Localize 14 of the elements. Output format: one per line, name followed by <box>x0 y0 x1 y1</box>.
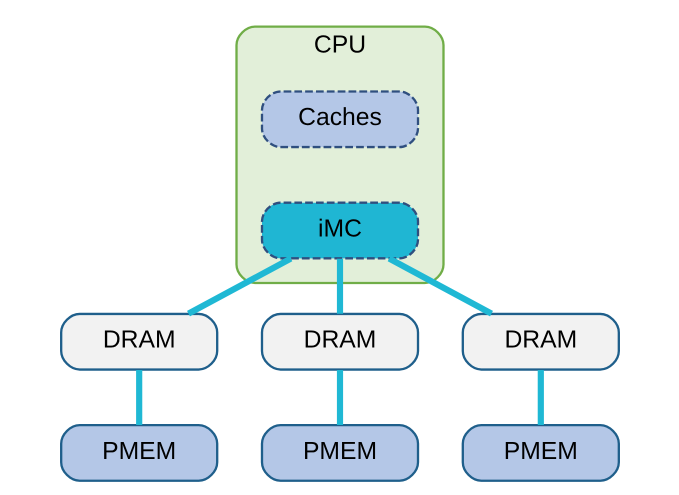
connector <box>387 256 492 316</box>
node-box: PMEM <box>461 424 620 482</box>
node-box: DRAM <box>260 312 419 371</box>
node-box: Caches <box>260 90 419 148</box>
node-box: DRAM <box>60 312 218 371</box>
connector <box>537 370 544 425</box>
connector <box>186 256 292 316</box>
connector <box>336 370 343 425</box>
node-box: iMC <box>260 202 419 260</box>
node-box: DRAM <box>461 312 620 371</box>
node-box: PMEM <box>60 424 218 482</box>
connector <box>336 258 343 314</box>
node-box: PMEM <box>260 424 419 482</box>
connector <box>136 370 142 425</box>
